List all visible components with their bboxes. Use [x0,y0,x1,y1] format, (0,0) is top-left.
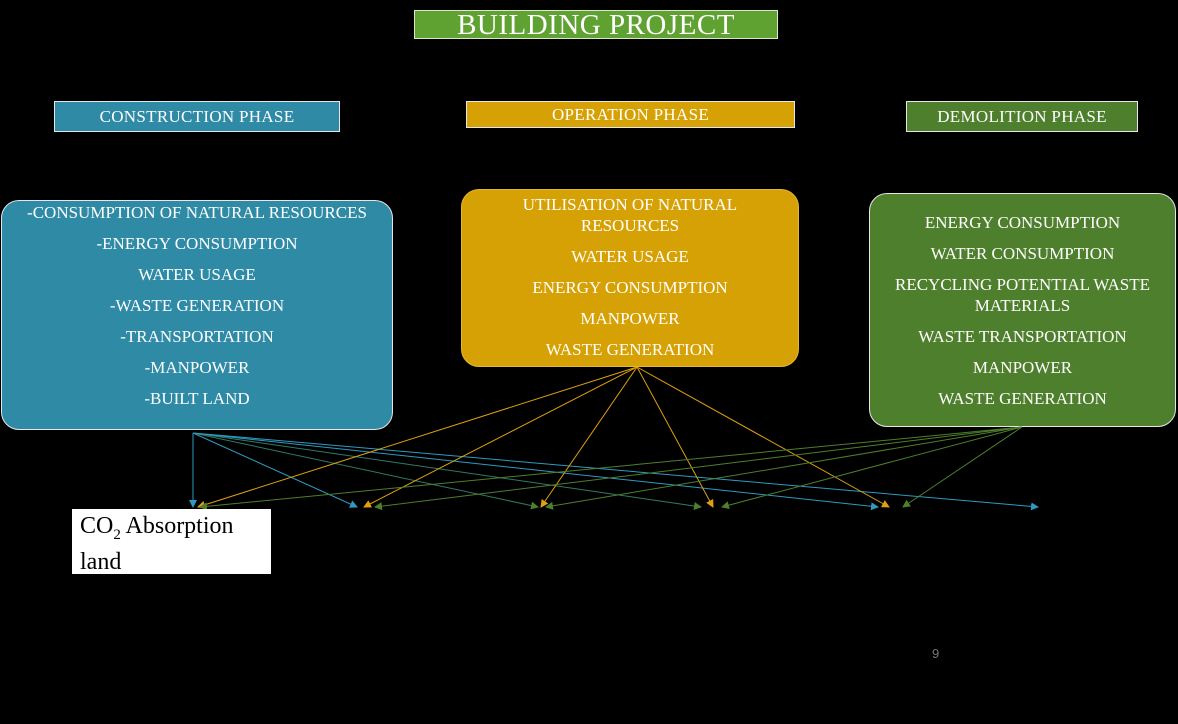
demolition-phase-header: DEMOLITION PHASE [906,101,1138,132]
list-item: WASTE TRANSPORTATION [918,326,1127,346]
operation-impacts-box: UTILISATION OF NATURAL RESOURCES WATER U… [461,189,799,367]
list-item: -MANPOWER [144,358,250,377]
construction-arrow [192,432,358,508]
construction-arrow [192,432,1039,511]
co2-absorption-land-box: CO2 Absorption land [72,509,271,575]
list-item: -BUILT LAND [144,389,250,408]
list-item: WATER CONSUMPTION [930,243,1115,263]
demolition-arrow [545,426,1023,510]
list-item: WASTE GENERATION [545,340,715,359]
co2-label-rest: Absorption land [80,513,234,575]
list-item: WASTE GENERATION [938,388,1107,408]
operation-arrow [363,366,638,508]
list-item: ENERGY CONSUMPTION [924,212,1121,232]
co2-label-co: CO [80,513,114,539]
list-item: -ENERGY CONSUMPTION [96,234,298,253]
demolition-arrow [721,426,1023,510]
list-item: RECYCLING POTENTIAL WASTE MATERIALS [895,274,1150,315]
list-item: -TRANSPORTATION [120,327,274,346]
page-number: 9 [932,646,940,661]
construction-arrow [192,432,702,510]
construction-impacts-box: -CONSUMPTION OF NATURAL RESOURCES -ENERG… [1,200,393,430]
construction-phase-header: CONSTRUCTION PHASE [54,101,340,132]
demolition-arrow [199,426,1023,511]
page-title: BUILDING PROJECT [414,10,778,40]
list-item: UTILISATION OF NATURAL RESOURCES [522,195,738,235]
construction-arrow [192,432,879,511]
demolition-arrow [374,426,1023,511]
operation-arrow [540,366,638,508]
list-item: -CONSUMPTION OF NATURAL RESOURCES [27,203,367,222]
operation-arrow [636,366,714,508]
construction-arrow [192,432,539,510]
list-item: WATER USAGE [138,265,256,284]
co2-label-subscript: 2 [113,526,121,543]
list-item: WATER USAGE [571,247,689,266]
operation-arrow [197,366,638,509]
list-item: ENERGY CONSUMPTION [532,278,728,297]
list-item: MANPOWER [580,309,680,328]
operation-phase-header: OPERATION PHASE [466,101,795,128]
list-item: MANPOWER [972,357,1073,377]
demolition-arrow [902,426,1023,508]
list-item: -WASTE GENERATION [109,296,285,315]
demolition-impacts-box: ENERGY CONSUMPTION WATER CONSUMPTION REC… [869,193,1176,427]
operation-arrow [636,366,890,508]
